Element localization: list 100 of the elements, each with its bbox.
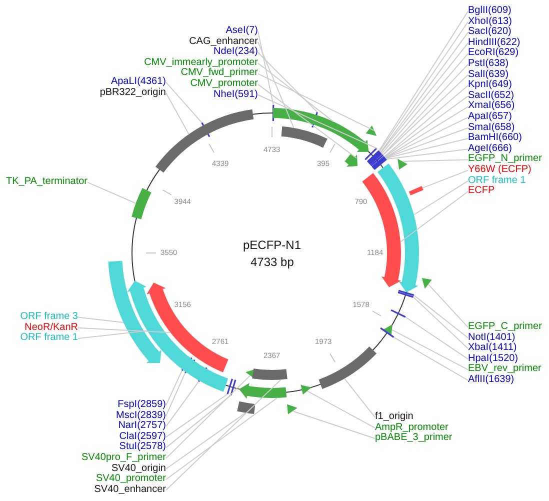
site-tick <box>380 327 394 338</box>
leader-line <box>292 410 376 439</box>
enzyme-label: AseI(7) <box>226 26 258 37</box>
arc-band <box>237 401 256 414</box>
pointed-arc <box>239 383 287 399</box>
arc-band <box>252 368 288 380</box>
enzyme-label: NarI(2757) <box>118 421 166 432</box>
leader-line <box>166 397 278 480</box>
enzyme-label: NotI(1401) <box>468 332 516 344</box>
enzyme-label: FspI(2859) <box>118 400 166 411</box>
enzyme-label: PstI(638) <box>468 59 509 70</box>
leader-line <box>386 148 468 160</box>
enzyme-label: EcoRI(629) <box>468 48 519 59</box>
site-tick <box>390 309 406 318</box>
leader-line <box>404 316 468 360</box>
leader-line <box>413 180 468 216</box>
feature-label: NeoR/KanR <box>24 322 78 334</box>
feature-label: CAG_enhancer <box>189 36 258 48</box>
leader-line <box>78 327 171 333</box>
leader-line <box>384 106 468 158</box>
leader-line <box>258 52 318 113</box>
enzyme-label: XmaI(656) <box>468 101 515 112</box>
leader-line <box>384 96 468 158</box>
feature-label: ORF frame 1 <box>468 176 526 186</box>
leader-line <box>166 375 251 459</box>
leader-line <box>258 73 375 132</box>
arc-band <box>318 346 377 390</box>
leader-line <box>413 294 468 338</box>
leader-line <box>258 41 294 128</box>
leader-line <box>344 378 376 418</box>
leader-line <box>258 30 274 106</box>
feature-label: pBR322_origin <box>100 88 166 98</box>
triangle-marker <box>300 384 312 395</box>
arc-band <box>408 186 424 196</box>
leader-line <box>422 170 468 188</box>
triangle-marker <box>398 158 408 170</box>
feature-label: SV40pro_F_primer <box>82 453 166 464</box>
leader-line <box>166 412 246 470</box>
feature-label: ORF frame 1 <box>20 333 78 344</box>
feature-label: TK_PA_terminator <box>6 177 88 188</box>
feature-label: EGFP_N_primer <box>468 154 542 165</box>
leader-line <box>87 182 136 204</box>
triangle-marker <box>287 404 298 414</box>
leader-line <box>166 379 282 491</box>
leader-line <box>78 330 148 339</box>
feature-label: ECFP <box>468 186 495 197</box>
feature-label: CMV_promoter <box>190 79 258 90</box>
pointed-arc <box>146 282 228 372</box>
enzyme-label: StuI(2578) <box>119 442 166 453</box>
leader-line <box>384 127 468 158</box>
leader-line <box>78 316 124 324</box>
enzyme-label: NheI(591) <box>214 90 258 100</box>
triangle-marker <box>422 278 432 289</box>
leader-line <box>166 394 232 448</box>
leader-line <box>402 159 468 162</box>
site-tick <box>398 290 414 296</box>
feature-label: CMV_immearly_promoter <box>144 58 258 68</box>
triangle-marker <box>366 126 377 136</box>
triangle-marker <box>383 324 393 336</box>
site-tick <box>398 292 414 298</box>
leader-line <box>166 82 202 124</box>
enzyme-label: AflII(1639) <box>468 375 514 386</box>
enzyme-label: ApaI(657) <box>468 112 512 123</box>
pointed-arc <box>127 280 228 392</box>
enzyme-label: ClaI(2597) <box>119 432 166 442</box>
leader-line <box>258 94 378 149</box>
enzyme-label: BglII(609) <box>468 6 512 17</box>
leader-line <box>258 84 357 159</box>
enzyme-label: SacII(652) <box>468 90 514 102</box>
leader-line <box>428 284 468 328</box>
enzyme-label: SacI(620) <box>468 27 512 38</box>
site-cluster <box>366 150 387 170</box>
leader-line <box>166 370 182 406</box>
site-tick <box>364 148 378 160</box>
leader-line <box>166 372 186 416</box>
leader-line <box>412 296 468 349</box>
leader-line <box>166 394 228 438</box>
enzyme-label: KpnI(649) <box>468 80 512 91</box>
enzyme-label: XbaI(1411) <box>468 343 517 354</box>
pointed-arc <box>108 260 162 363</box>
leader-line <box>392 329 468 370</box>
pointed-arc <box>344 154 358 167</box>
leader-line <box>258 62 334 122</box>
arc-band <box>132 188 152 220</box>
arc-band <box>155 109 254 173</box>
plasmid-name: pECFP-N1 <box>243 238 302 252</box>
leader-line <box>400 190 468 242</box>
feature-label: SV40_promoter <box>96 474 166 485</box>
plasmid-size: 4733 bp <box>250 255 294 269</box>
feature-label: CMV_fwd_primer <box>180 68 258 79</box>
enzyme-label: SalI(639) <box>468 70 509 80</box>
leader-line <box>306 390 376 428</box>
feature-label: Y66W (ECFP) <box>468 165 532 176</box>
feature-label: f1_origin <box>375 412 414 423</box>
site-tick <box>230 380 236 396</box>
leader-line <box>384 116 468 158</box>
leader-line <box>166 381 200 427</box>
enzyme-label: SmaI(658) <box>468 122 515 134</box>
leader-line <box>385 138 468 159</box>
enzyme-label: HpaI(1520) <box>468 354 518 364</box>
